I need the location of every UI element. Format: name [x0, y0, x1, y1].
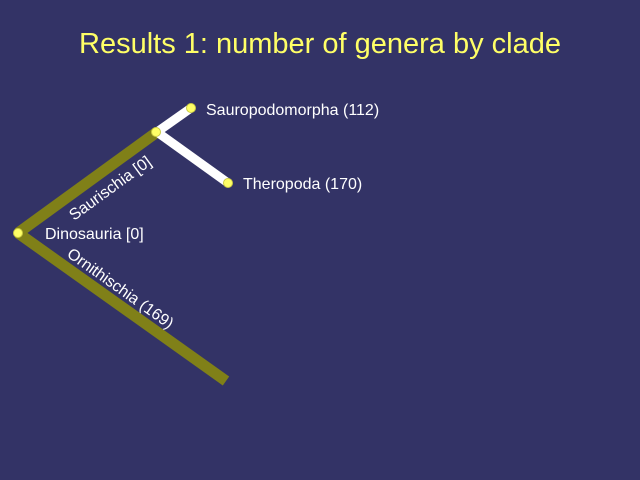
branch-ornithischia	[14, 228, 230, 386]
branch-theropoda	[154, 128, 231, 187]
node-saurischia	[151, 127, 161, 137]
label-dinosauria: Dinosauria [0]	[45, 226, 144, 243]
label-sauropodomorpha: Sauropodomorpha (112)	[206, 102, 379, 119]
branch-sauropodomorpha	[154, 104, 194, 136]
slide-title: Results 1: number of genera by clade	[79, 28, 561, 60]
label-ornithischia: Ornithischia (169)	[64, 245, 177, 332]
node-theropoda	[223, 178, 233, 188]
node-sauropodomorpha	[186, 103, 196, 113]
node-dinosauria	[13, 228, 23, 238]
label-theropoda: Theropoda (170)	[243, 176, 362, 193]
branch-saurischia	[14, 127, 161, 238]
